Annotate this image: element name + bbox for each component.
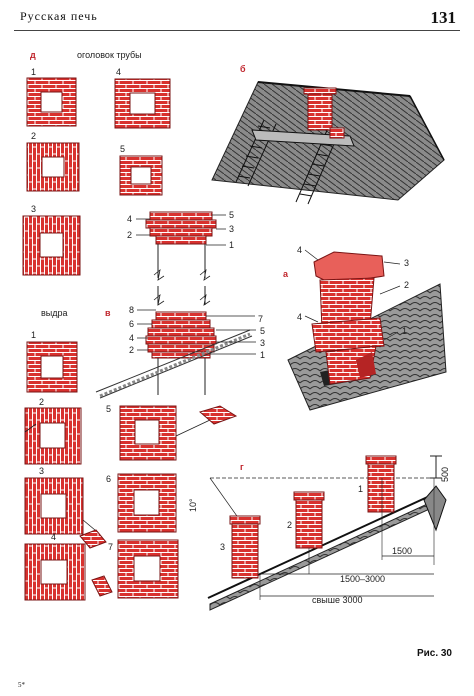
otter-callout-8: 8 xyxy=(129,305,134,315)
ridge-height-drawing xyxy=(207,455,447,611)
otter-6-plan xyxy=(117,473,177,533)
otter-callout-1: 1 xyxy=(260,350,265,360)
roof-walkway-drawing xyxy=(211,81,445,205)
otter-7-plan xyxy=(91,539,179,599)
section-a-letter: а xyxy=(283,269,289,279)
height-number-1: 1 xyxy=(358,484,363,494)
chimney-callout-1: 1 xyxy=(402,326,407,336)
section-d-title: оголовок трубы xyxy=(77,50,142,60)
otter-6-label: 6 xyxy=(106,474,111,484)
otter-callout-5: 5 xyxy=(260,326,265,336)
head-callout-2: 2 xyxy=(127,230,132,240)
section-b-letter: б xyxy=(240,64,246,74)
otter-2-plan xyxy=(24,407,82,465)
course-5-plan xyxy=(119,155,163,196)
otter-4-label: 4 xyxy=(51,532,56,542)
dim-500: 500 xyxy=(440,467,450,482)
otter-callout-3: 3 xyxy=(260,338,265,348)
otter-7-label: 7 xyxy=(108,542,113,552)
chimney-callout-4b: 4 xyxy=(297,312,302,322)
height-number-3: 3 xyxy=(220,542,225,552)
chimney-callout-3: 3 xyxy=(404,258,409,268)
otter-callout-7: 7 xyxy=(258,314,263,324)
course-3-label: 3 xyxy=(31,204,36,214)
page-number: 131 xyxy=(430,8,457,27)
otter-5-plan xyxy=(119,405,238,461)
dim-above-3000: свыше 3000 xyxy=(312,595,363,605)
head-callout-4: 4 xyxy=(127,214,132,224)
head-elevation xyxy=(145,211,217,281)
head-callout-5: 5 xyxy=(229,210,234,220)
head-callout-3: 3 xyxy=(229,224,234,234)
otter-3-label: 3 xyxy=(39,466,44,476)
chimney-callout-2: 2 xyxy=(404,280,409,290)
otter-5-label: 5 xyxy=(106,404,111,414)
dim-1500: 1500 xyxy=(392,546,412,556)
course-3-plan xyxy=(22,215,81,276)
course-2-plan xyxy=(26,142,80,192)
figure-caption: Рис. 30 xyxy=(416,648,452,659)
otter-callout-2: 2 xyxy=(129,345,134,355)
course-1-plan xyxy=(26,77,77,127)
otter-callout-6: 6 xyxy=(129,319,134,329)
header-rule xyxy=(14,30,460,31)
section-v-letter: в xyxy=(105,308,111,318)
otter-1-label: 1 xyxy=(31,330,36,340)
section-d-letter: д xyxy=(30,50,36,60)
head-callout-1: 1 xyxy=(229,240,234,250)
otter-1-plan xyxy=(26,341,78,393)
course-5-label: 5 xyxy=(120,144,125,154)
signature-mark: 5* xyxy=(18,681,25,689)
otter-4-plan xyxy=(24,529,107,601)
section-v-title: выдра xyxy=(41,308,68,318)
course-4-plan xyxy=(114,78,171,129)
course-1-label: 1 xyxy=(31,67,36,77)
otter-elevation xyxy=(95,286,253,399)
chimney-3d-drawing xyxy=(287,251,447,411)
dim-1500-3000: 1500–3000 xyxy=(340,574,385,584)
chimney-callout-4a: 4 xyxy=(297,245,302,255)
course-4-label: 4 xyxy=(116,67,121,77)
angle-label: 10° xyxy=(188,498,198,512)
otter-callout-4: 4 xyxy=(129,333,134,343)
course-2-label: 2 xyxy=(31,131,36,141)
height-number-2: 2 xyxy=(287,520,292,530)
running-header: Русская печь xyxy=(20,9,98,23)
section-g-letter: г xyxy=(240,462,244,472)
otter-2-label: 2 xyxy=(39,397,44,407)
otter-3-plan xyxy=(24,477,96,535)
